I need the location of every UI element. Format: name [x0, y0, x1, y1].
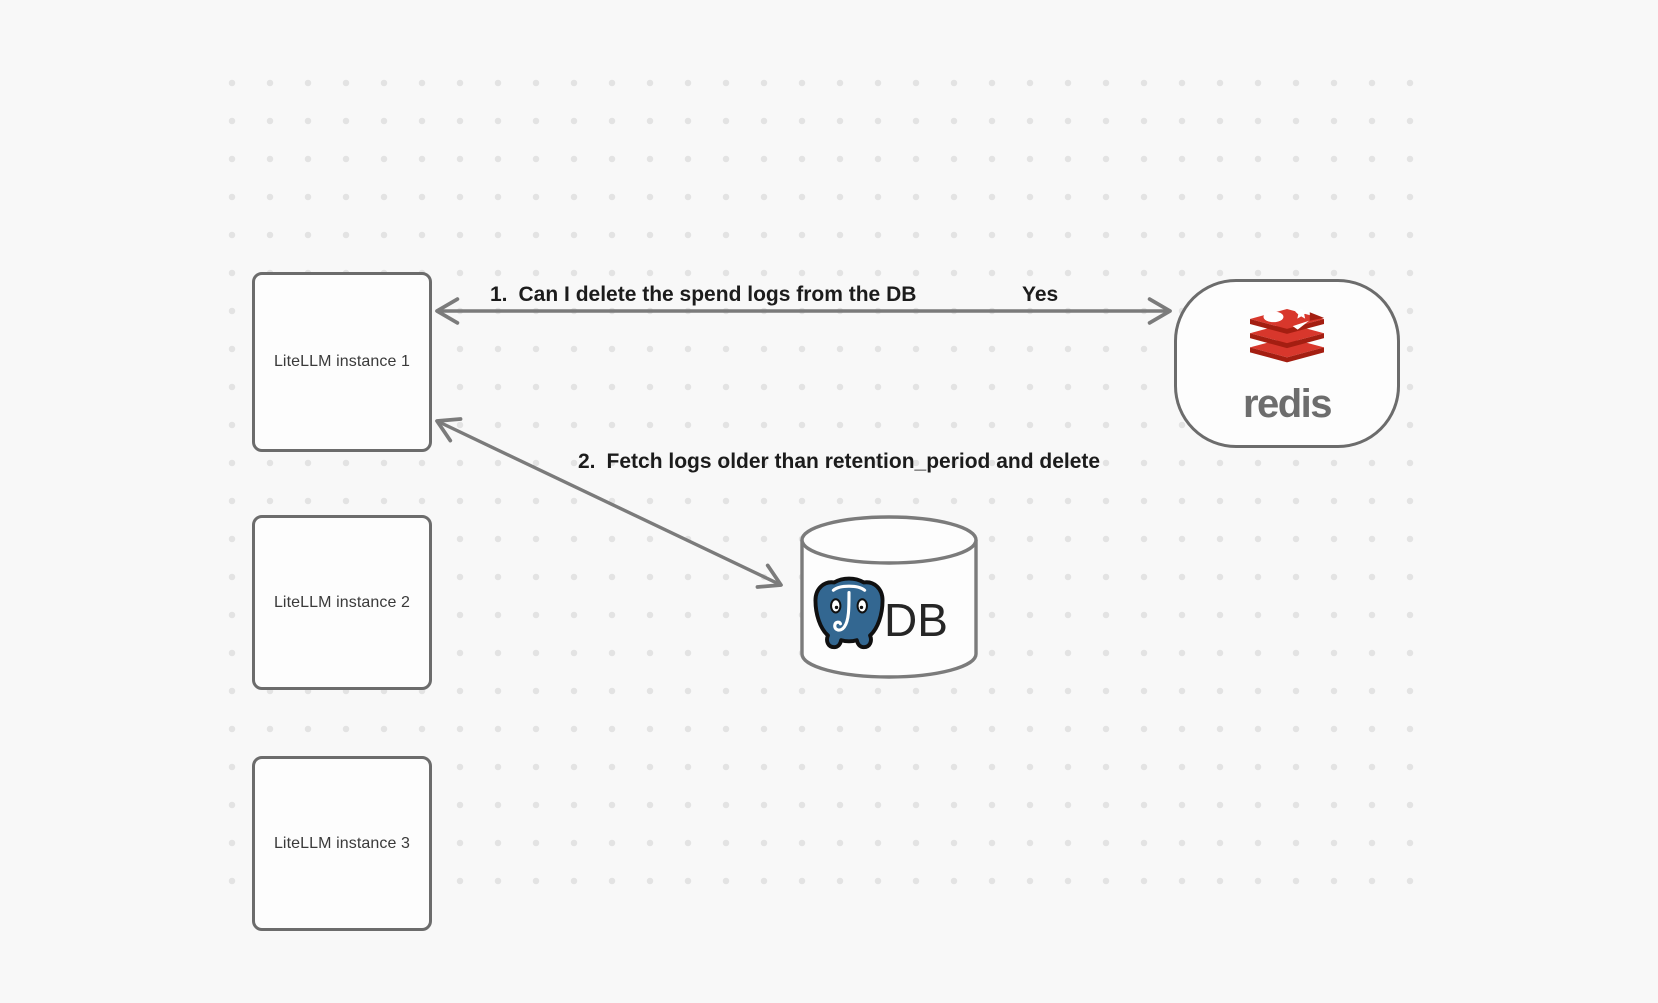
edge-label-2-number: 2. [578, 450, 596, 473]
node-litellm-instance-1-label: LiteLLM instance 1 [273, 353, 411, 370]
node-litellm-instance-3-label: LiteLLM instance 3 [273, 834, 411, 852]
node-litellm-instance-3[interactable]: LiteLLM instance 3 [252, 756, 432, 931]
edge-label-1[interactable]: 1. Can I delete the spend logs from the … [490, 283, 916, 307]
edge-2-arrow-litellm-db[interactable] [435, 417, 783, 589]
postgresql-elephant-icon [813, 576, 885, 650]
edge-label-2[interactable]: 2. Fetch logs older than retention_perio… [578, 450, 1100, 474]
node-litellm-instance-1[interactable]: LiteLLM instance 1 [252, 272, 432, 452]
edge-1-response-yes[interactable]: Yes [1022, 283, 1059, 306]
edge-label-2-text: Fetch logs older than retention_period a… [606, 450, 1101, 473]
edge-label-1-text: Can I delete the spend logs from the DB [518, 283, 917, 306]
redis-wordmark: redis [1242, 382, 1333, 426]
redis-stack-icon [1250, 309, 1324, 363]
node-database[interactable]: DB [798, 513, 980, 681]
node-litellm-instance-2-label: LiteLLM instance 2 [273, 593, 411, 611]
edge-label-1-number: 1. [490, 283, 508, 306]
node-litellm-instance-2[interactable]: LiteLLM instance 2 [252, 515, 432, 690]
node-redis[interactable]: redis [1174, 279, 1400, 448]
database-label: DB [884, 594, 948, 646]
